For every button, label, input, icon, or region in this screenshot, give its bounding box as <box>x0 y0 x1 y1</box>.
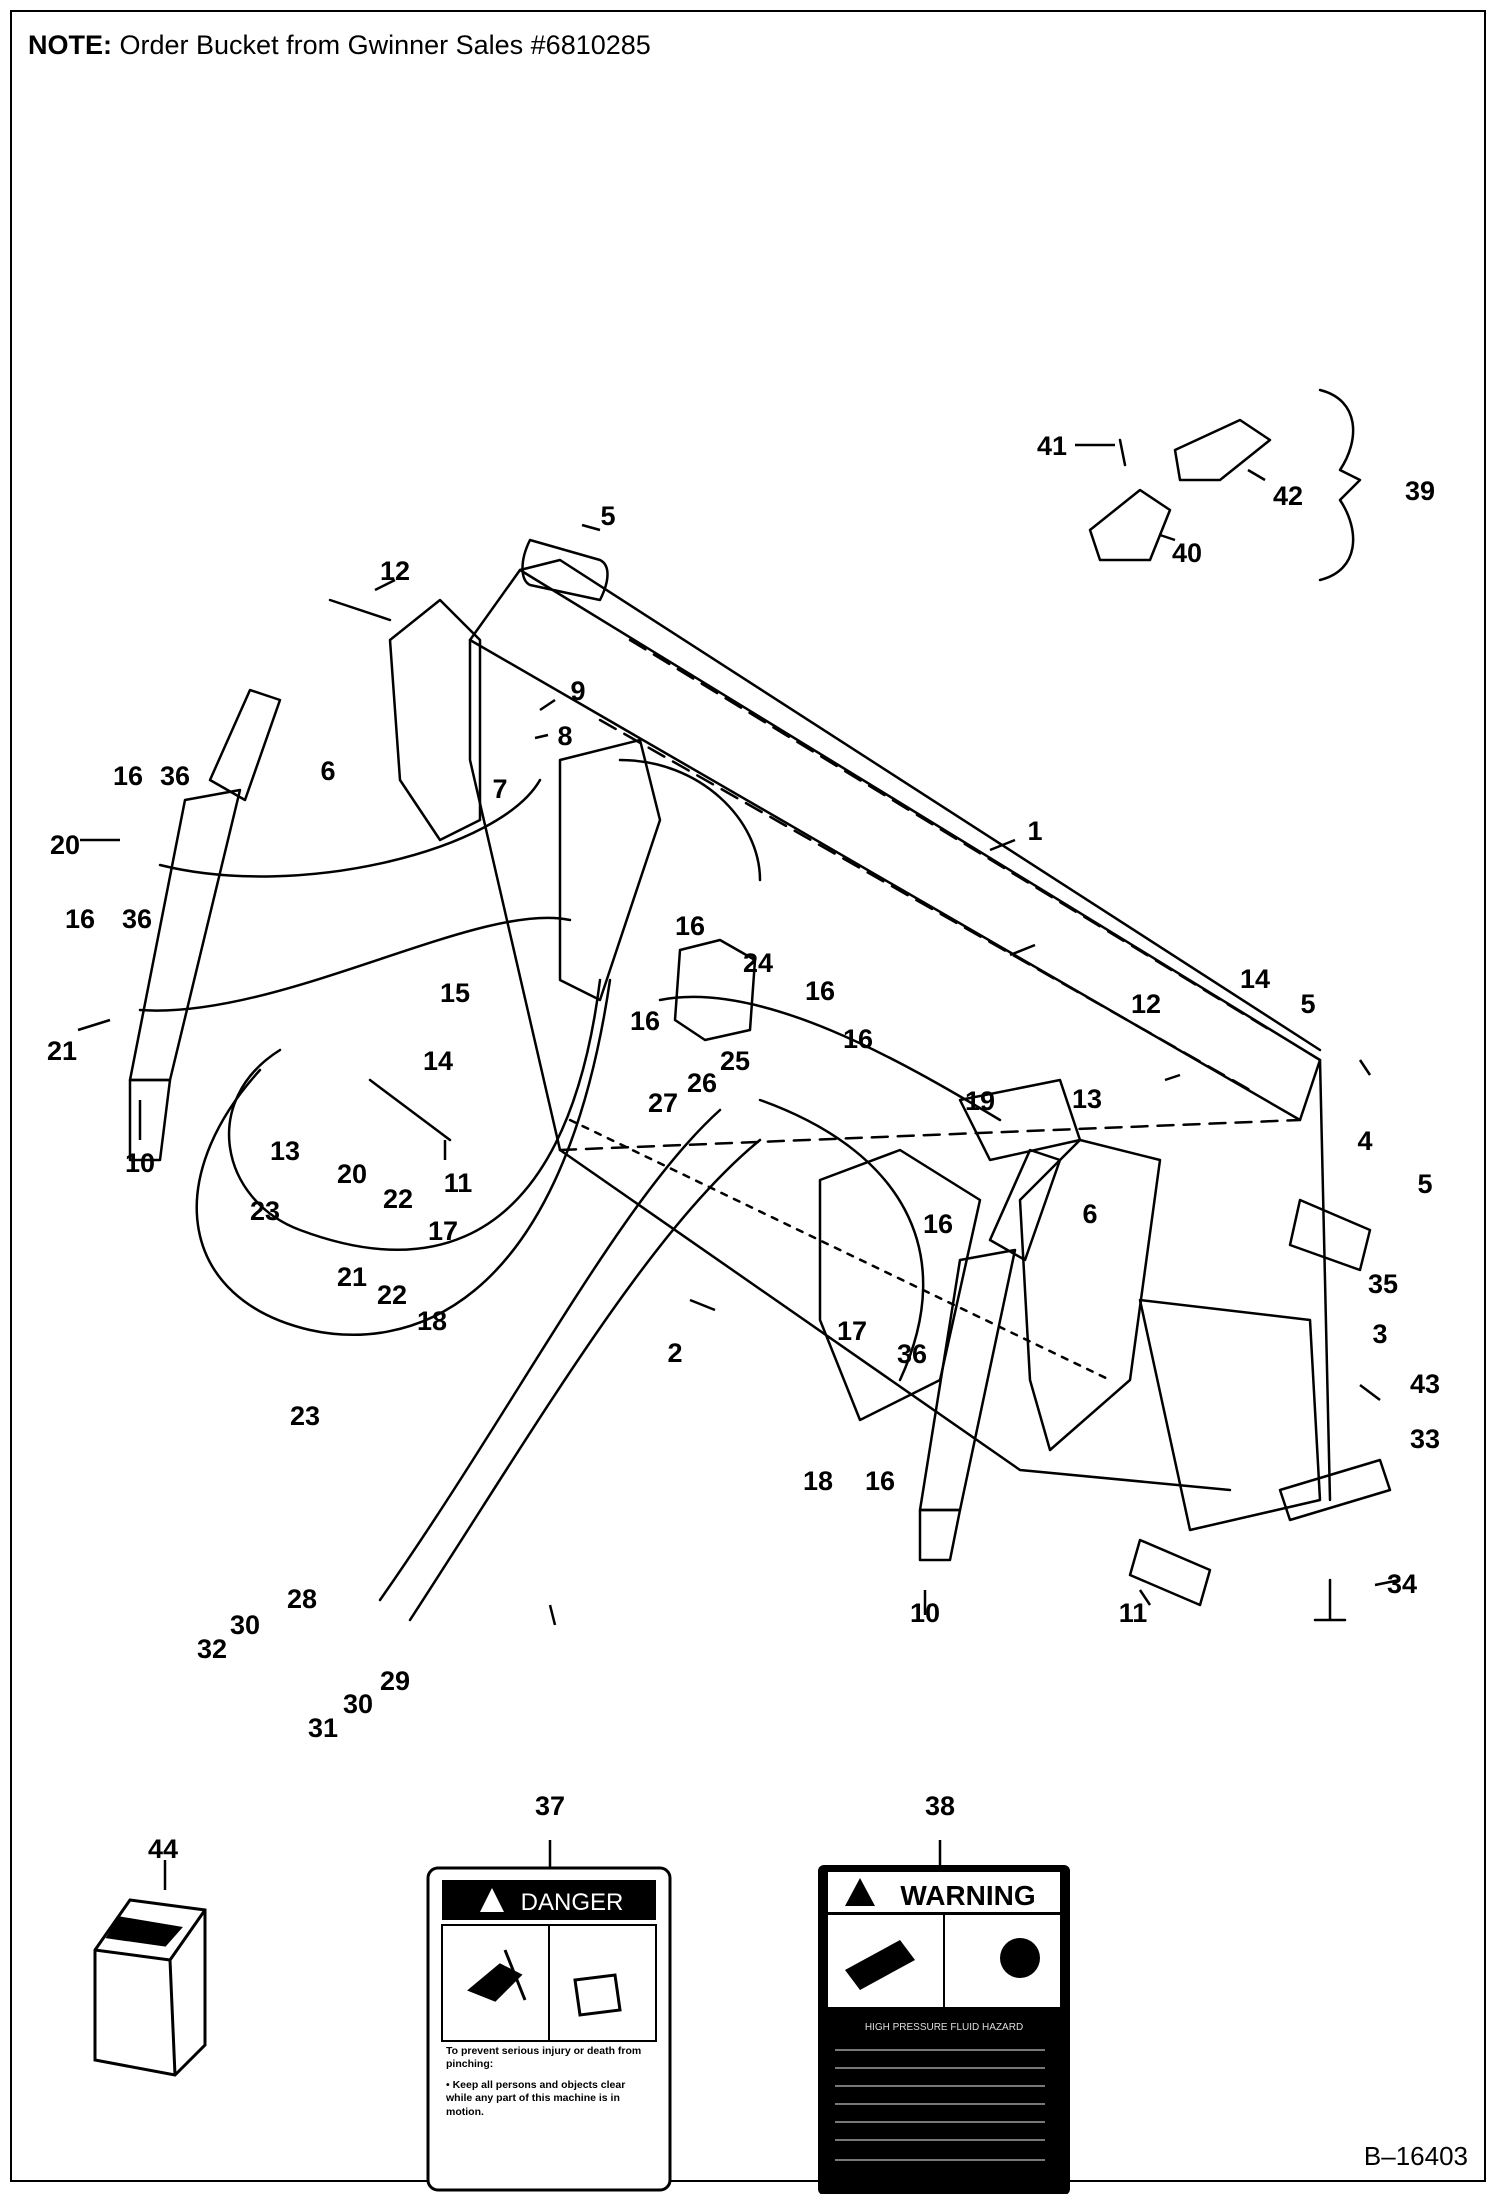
danger-decal: DANGER To prevent serious injury or deat… <box>426 1866 672 2192</box>
callout-5: 5 <box>1300 989 1315 1019</box>
document-id: B–16403 <box>1363 2141 1468 2171</box>
callout-16: 16 <box>843 1024 873 1054</box>
callout-36: 36 <box>122 904 152 934</box>
callout-16: 16 <box>923 1209 953 1239</box>
callout-33: 33 <box>1410 1424 1440 1454</box>
callout-20: 20 <box>50 830 80 860</box>
warning-heading: HIGH PRESSURE FLUID HAZARD <box>865 2022 1023 2033</box>
callout-37: 37 <box>535 1791 565 1821</box>
fluid-injection-icon <box>845 1940 915 1990</box>
callout-11: 11 <box>1119 1598 1148 1628</box>
callout-43: 43 <box>1410 1369 1440 1399</box>
callout-25: 25 <box>720 1046 750 1076</box>
pivot-pins <box>328 538 1372 1607</box>
callout-18: 18 <box>803 1466 833 1496</box>
callout-6: 6 <box>1082 1199 1097 1229</box>
pinch-hazard-icon <box>467 1949 527 2002</box>
callout-22: 22 <box>383 1184 413 1214</box>
callout-13: 13 <box>1072 1084 1102 1114</box>
callout-16: 16 <box>630 1006 660 1036</box>
order-note: NOTE: Order Bucket from Gwinner Sales #6… <box>28 30 651 61</box>
callout-13: 13 <box>270 1136 300 1166</box>
callout-12: 12 <box>1131 989 1161 1019</box>
callout-21: 21 <box>337 1262 367 1292</box>
callout-9: 9 <box>570 676 585 706</box>
callout-32: 32 <box>197 1634 227 1664</box>
face-shield-icon <box>1000 1938 1040 1978</box>
callout-14: 14 <box>1240 964 1270 994</box>
callout-11: 11 <box>444 1168 473 1198</box>
danger-bullet: • Keep all persons and objects clear whi… <box>446 2079 626 2118</box>
callout-10: 10 <box>910 1598 940 1628</box>
callout-31: 31 <box>308 1713 338 1743</box>
callout-27: 27 <box>648 1088 678 1118</box>
callout-numbers: 1 2 3 4 5 5 5 6 6 7 8 9 10 10 11 11 12 1… <box>47 431 1440 1864</box>
callout-35: 35 <box>1368 1269 1398 1299</box>
warning-signal-word: WARNING <box>900 1880 1035 1911</box>
hydraulic-cylinders <box>128 688 1062 1562</box>
callout-16: 16 <box>675 911 705 941</box>
callout-36: 36 <box>160 761 190 791</box>
callout-16: 16 <box>865 1466 895 1496</box>
callout-26: 26 <box>687 1068 717 1098</box>
cushion-plate <box>1278 1458 1392 1622</box>
callout-18: 18 <box>417 1306 447 1336</box>
callout-23: 23 <box>250 1196 280 1226</box>
callout-7: 7 <box>492 774 507 804</box>
callout-21: 21 <box>47 1036 77 1066</box>
callout-34: 34 <box>1387 1569 1417 1599</box>
warning-triangle-icon <box>845 1878 875 1906</box>
note-prefix: NOTE: <box>28 30 112 60</box>
callout-39: 39 <box>1405 476 1435 506</box>
callout-42: 42 <box>1273 481 1303 511</box>
callout-12: 12 <box>380 556 410 586</box>
callout-22: 22 <box>377 1280 407 1310</box>
callout-16: 16 <box>805 976 835 1006</box>
warning-decal: WARNING HIGH PRESSURE FLUID HAZARD <box>818 1865 1070 2194</box>
note-text: Order Bucket from Gwinner Sales #6810285 <box>119 30 651 60</box>
callout-5: 5 <box>1417 1169 1432 1199</box>
sheet-border <box>10 10 1486 2182</box>
danger-bullet-text: Keep all persons and objects clear while… <box>446 2079 626 2118</box>
kit-box <box>93 1898 207 2077</box>
callout-16: 16 <box>113 761 143 791</box>
callout-20: 20 <box>337 1159 367 1189</box>
bucket-body <box>468 558 1332 1532</box>
leader-lines <box>77 443 1401 1890</box>
callout-24: 24 <box>743 948 773 978</box>
callout-1: 1 <box>1027 816 1042 846</box>
callout-16: 16 <box>65 904 95 934</box>
valve-block <box>673 938 1082 1162</box>
callout-17: 17 <box>428 1216 458 1246</box>
callout-36: 36 <box>897 1339 927 1369</box>
keep-clear-icon <box>573 1973 622 2017</box>
warning-triangle-icon <box>480 1888 504 1912</box>
callout-14: 14 <box>423 1046 453 1076</box>
callout-23: 23 <box>290 1401 320 1431</box>
callout-41: 41 <box>1037 431 1067 461</box>
callout-29: 29 <box>380 1666 410 1696</box>
callout-15: 15 <box>440 978 470 1008</box>
callout-4: 4 <box>1357 1126 1372 1156</box>
callout-6: 6 <box>320 756 335 786</box>
callout-5: 5 <box>600 501 615 531</box>
callout-8: 8 <box>557 721 572 751</box>
danger-heading: To prevent serious injury or death from … <box>446 2045 642 2071</box>
callout-38: 38 <box>925 1791 955 1821</box>
callout-19: 19 <box>965 1086 995 1116</box>
callout-30: 30 <box>343 1689 373 1719</box>
callout-44: 44 <box>148 1834 178 1864</box>
callout-10: 10 <box>125 1148 155 1178</box>
callout-40: 40 <box>1172 538 1202 568</box>
callout-17: 17 <box>837 1316 867 1346</box>
callout-30: 30 <box>230 1610 260 1640</box>
callout-28: 28 <box>287 1584 317 1614</box>
tooth-kit <box>1088 388 1362 582</box>
callout-2: 2 <box>667 1338 682 1368</box>
hydraulic-hoses <box>138 778 1002 1622</box>
danger-signal-word: DANGER <box>521 1889 624 1916</box>
callout-3: 3 <box>1372 1319 1387 1349</box>
